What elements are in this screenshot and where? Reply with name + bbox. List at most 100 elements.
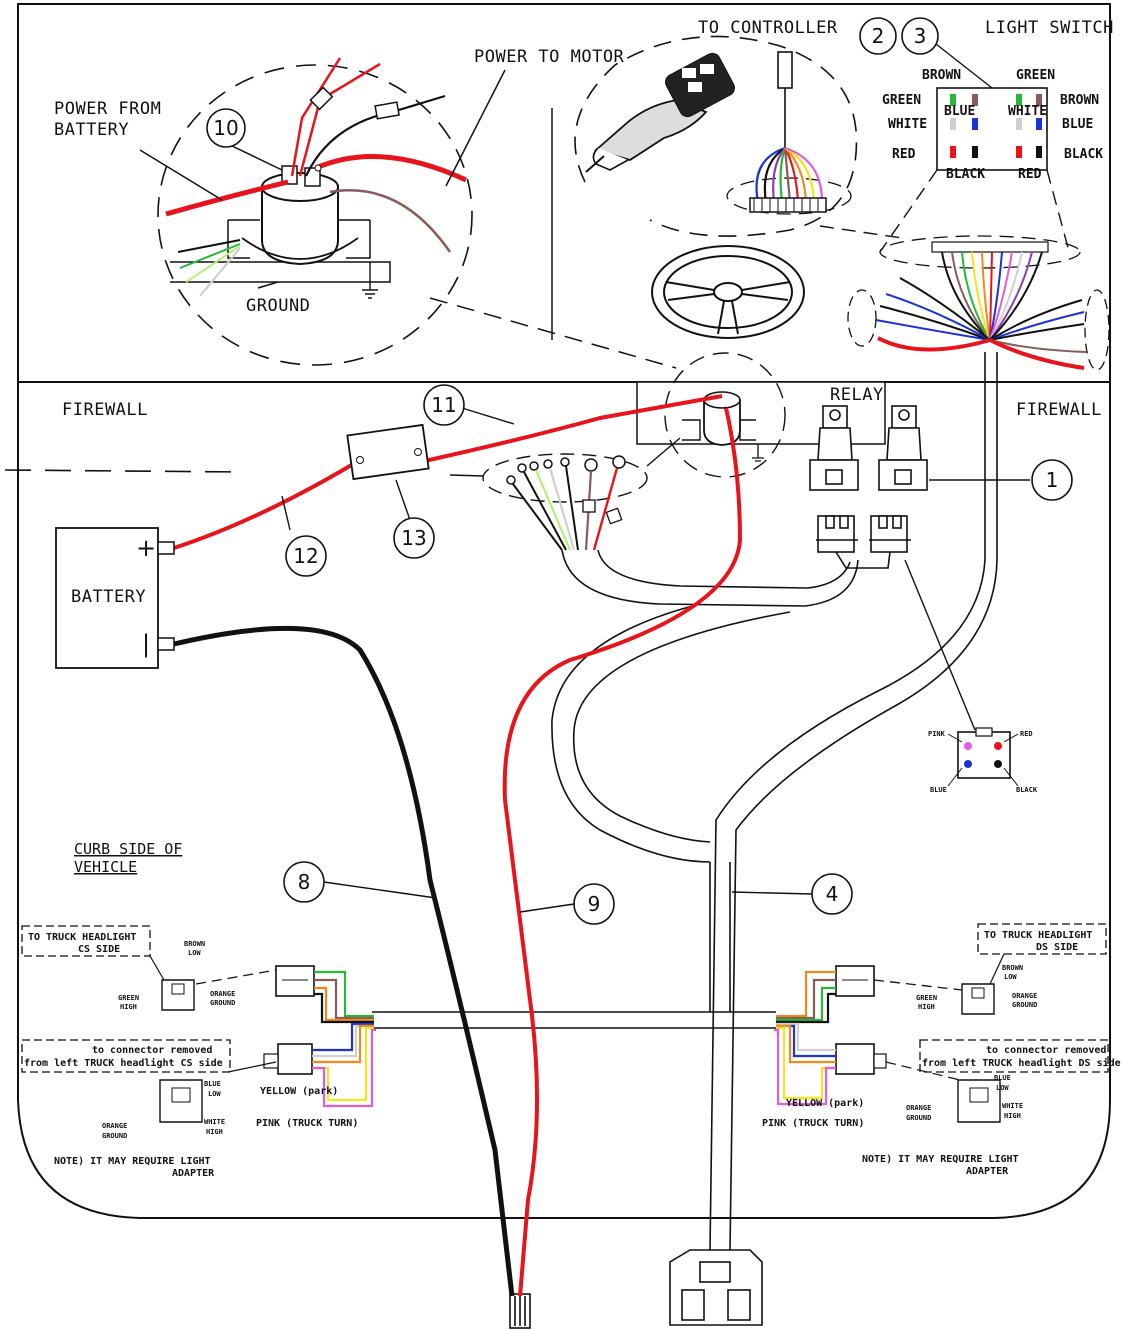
ds-ground-2: GROUND: [906, 1114, 931, 1122]
callout-2: [859, 17, 897, 55]
relay-label: RELAY: [830, 385, 884, 405]
detail-ellipse-left: [157, 64, 473, 366]
controller-fan-wires: [755, 146, 824, 203]
power-to-motor-wire: [314, 154, 468, 183]
ring-terminal-bundle: [449, 437, 681, 551]
ds-removed-2: from left TRUCK headlight DS side: [922, 1057, 1121, 1069]
to-controller-label: TO CONTROLLER: [698, 18, 838, 38]
firewall-right-label: FIREWALL: [1016, 400, 1102, 420]
ds-pink: PINK (TRUCK TURN): [762, 1118, 864, 1129]
cs-note-1: NOTE) IT MAY REQUIRE LIGHT: [54, 1156, 211, 1167]
ds-brown-low: LOW: [1004, 973, 1017, 981]
cs-ground-2: GROUND: [102, 1132, 127, 1140]
controller-handle: [594, 99, 708, 161]
ds-yellow: YELLOW (park): [786, 1098, 864, 1109]
cs-brown: BROWN: [184, 940, 205, 948]
pin-black-right: BLACK: [1064, 147, 1103, 162]
ds-orange: ORANGE: [1012, 992, 1037, 1000]
light-switch-detail: LIGHT SWITCH 2 3 BROWN GREEN GREEN BLUE …: [819, 17, 1114, 371]
light-switch-fan-wires: [875, 251, 1087, 370]
wire-12: [173, 458, 362, 550]
cs-orange-2: ORANGE: [102, 1122, 127, 1130]
pin-blue-center: BLUE: [944, 104, 975, 119]
pin-black-bottom: BLACK: [946, 167, 985, 182]
pin-green-top: GREEN: [1016, 68, 1055, 83]
pin-brown-right: BROWN: [1060, 93, 1099, 108]
pin-blue-right: BLUE: [1062, 117, 1093, 132]
socket-pink: PINK: [928, 730, 946, 738]
ds-note-1: NOTE) IT MAY REQUIRE LIGHT: [862, 1154, 1019, 1165]
cs-yellow: YELLOW (park): [260, 1086, 338, 1097]
cs-brown-low: LOW: [188, 949, 201, 957]
wire-11: [419, 394, 723, 464]
cs-pink: PINK (TRUCK TURN): [256, 1118, 358, 1129]
callout-13: [393, 517, 435, 559]
battery-plus: +: [136, 534, 156, 562]
ignition-bracket: [170, 219, 391, 283]
wire-8: [173, 625, 515, 1297]
ds-green-high: HIGH: [918, 1003, 935, 1011]
power-to-motor-label: POWER TO MOTOR: [474, 47, 625, 67]
cs-green-high: HIGH: [120, 1003, 137, 1011]
ds-white: WHITE: [1002, 1102, 1023, 1110]
callout-12-label: 12: [293, 544, 318, 568]
cs-box-line-1: TO TRUCK HEADLIGHT: [28, 932, 136, 943]
cs-blue: BLUE: [204, 1080, 221, 1088]
callout-13-label: 13: [401, 526, 426, 550]
ds-white-high: HIGH: [1004, 1112, 1021, 1120]
power-from-label-2: BATTERY: [54, 120, 129, 140]
callout-1-label: 1: [1046, 468, 1059, 492]
light-switch-label: LIGHT SWITCH: [985, 18, 1114, 38]
cs-removed-2: from left TRUCK headlight CS side: [24, 1057, 223, 1069]
controller-ellipse: [574, 35, 858, 237]
callout-3-label: 3: [914, 24, 927, 48]
curb-side-title-2: VEHICLE: [74, 858, 137, 876]
callout-10: [206, 108, 246, 148]
ds-box-line-1: TO TRUCK HEADLIGHT: [984, 930, 1092, 941]
socket-black: BLACK: [1016, 786, 1038, 794]
ds-green: GREEN: [916, 994, 937, 1002]
relays: [809, 405, 928, 553]
callouts-lower: 11 12 13 8 9 4: [281, 384, 853, 925]
dashed-edge-left: [4, 469, 246, 473]
firewall-left-label: FIREWALL: [62, 400, 148, 420]
battery-minus: |: [142, 630, 150, 658]
callout-10-label: 10: [213, 116, 238, 140]
ignition-detail: 10 POWER FROM BATTERY POWER TO MOTOR GRO…: [54, 47, 625, 366]
callout-4: [811, 873, 853, 915]
callout-2-label: 2: [872, 24, 885, 48]
ds-removed-1: to connector removed: [986, 1045, 1106, 1056]
cs-note-2: ADAPTER: [172, 1168, 215, 1179]
pin-red-left: RED: [892, 147, 916, 162]
cs-ground: GROUND: [210, 999, 235, 1007]
callout-11-label: 11: [431, 393, 456, 417]
frame-outline: [17, 3, 1111, 1219]
cs-orange: ORANGE: [210, 990, 235, 998]
harness-sheath: [372, 352, 998, 1251]
ds-blue: BLUE: [994, 1074, 1011, 1082]
callout-8-label: 8: [298, 870, 311, 894]
curb-side-title: CURB SIDE OF: [74, 840, 182, 858]
cs-blue-low: LOW: [208, 1090, 221, 1098]
bottom-plug: [509, 1249, 763, 1329]
callout-9-label: 9: [588, 892, 601, 916]
battery: BATTERY + |: [55, 527, 175, 669]
power-from-battery-wire: [165, 179, 289, 217]
circuit-breaker: [346, 423, 430, 481]
callout-4-label: 4: [826, 882, 839, 906]
ds-ground: GROUND: [1012, 1001, 1037, 1009]
ds-blue-low: LOW: [996, 1084, 1009, 1092]
pin-white-left: WHITE: [888, 117, 927, 132]
driver-side-section: TO TRUCK HEADLIGHT DS SIDE BROWN LOW GRE…: [762, 923, 1121, 1177]
callout-12: [285, 535, 327, 577]
ds-orange-2: ORANGE: [906, 1104, 931, 1112]
power-from-label: POWER FROM: [54, 99, 161, 119]
cs-white-high: HIGH: [206, 1128, 223, 1136]
cs-removed-1: to connector removed: [92, 1045, 212, 1056]
pin-brown-top: BROWN: [922, 68, 961, 83]
battery-label: BATTERY: [71, 587, 146, 607]
frame: [4, 3, 1111, 1219]
power-wires: [173, 394, 743, 1297]
pin-white-center: WHITE: [1008, 104, 1047, 119]
